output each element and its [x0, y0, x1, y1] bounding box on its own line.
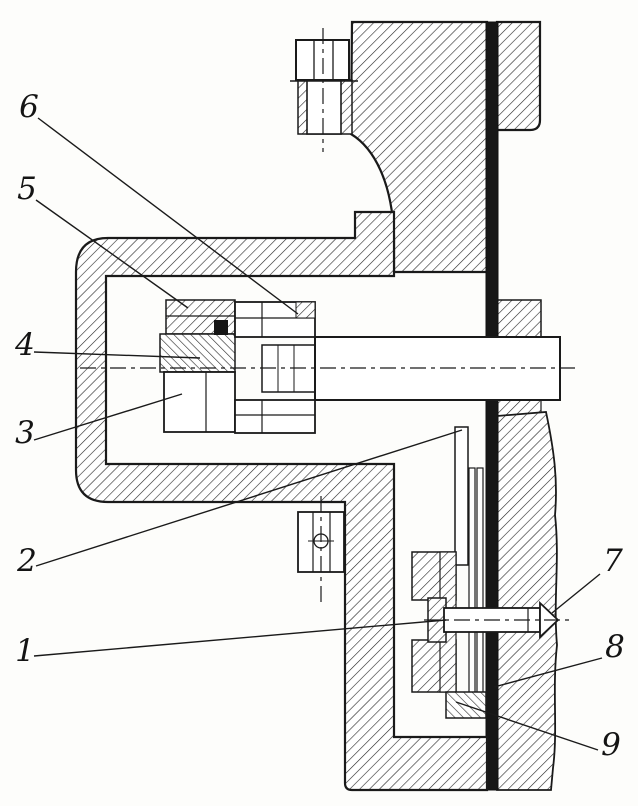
- callout-1-number: 1: [15, 633, 35, 669]
- leader-3: [33, 393, 183, 441]
- leader-8: [493, 657, 603, 688]
- callout-8-number: 8: [605, 629, 625, 665]
- leader-4: [33, 351, 201, 359]
- drive-plate: [485, 21, 499, 791]
- hub-assembly: [159, 299, 316, 434]
- leader-7: [551, 573, 601, 614]
- leader-2: [35, 429, 463, 567]
- centerlines: [80, 28, 575, 621]
- leader-5: [35, 199, 189, 309]
- friction-plate: [476, 467, 484, 717]
- friction-plates: [445, 467, 487, 719]
- friction-plate-8: [468, 467, 476, 717]
- callout-2-number: 2: [17, 543, 37, 579]
- callout-7-number: 7: [603, 543, 623, 579]
- callout-6: 6: [14, 90, 44, 124]
- callout-4-number: 4: [15, 327, 35, 363]
- callout-8: 8: [600, 630, 630, 664]
- callout-2: 2: [12, 544, 42, 578]
- callout-3-number: 3: [15, 415, 35, 451]
- hub-block-part-3: [163, 371, 236, 433]
- callout-7: 7: [598, 544, 628, 578]
- callout-4: 4: [10, 328, 40, 362]
- release-rod: [454, 426, 469, 566]
- leader-6: [37, 117, 299, 315]
- leader-lines: [33, 117, 603, 751]
- flywheel-upper: [495, 20, 542, 132]
- flywheel-lower: [496, 411, 558, 791]
- callout-9: 9: [596, 728, 626, 762]
- callout-5: 5: [12, 172, 42, 206]
- shaft: [261, 336, 561, 401]
- leader-1: [33, 619, 447, 657]
- housing-cup: [74, 210, 489, 792]
- callout-3: 3: [10, 416, 40, 450]
- mounting-bolt: [290, 39, 358, 135]
- lock-nut-part-4: [159, 333, 236, 373]
- callout-6-number: 6: [19, 89, 39, 125]
- callout-9-number: 9: [601, 727, 621, 763]
- sleeve-lower-part-6: [234, 399, 316, 434]
- leader-9: [455, 701, 599, 751]
- callout-1: 1: [10, 634, 40, 668]
- bolt-shank: [306, 75, 342, 135]
- lock-tab: [214, 320, 228, 335]
- callout-5-number: 5: [17, 171, 37, 207]
